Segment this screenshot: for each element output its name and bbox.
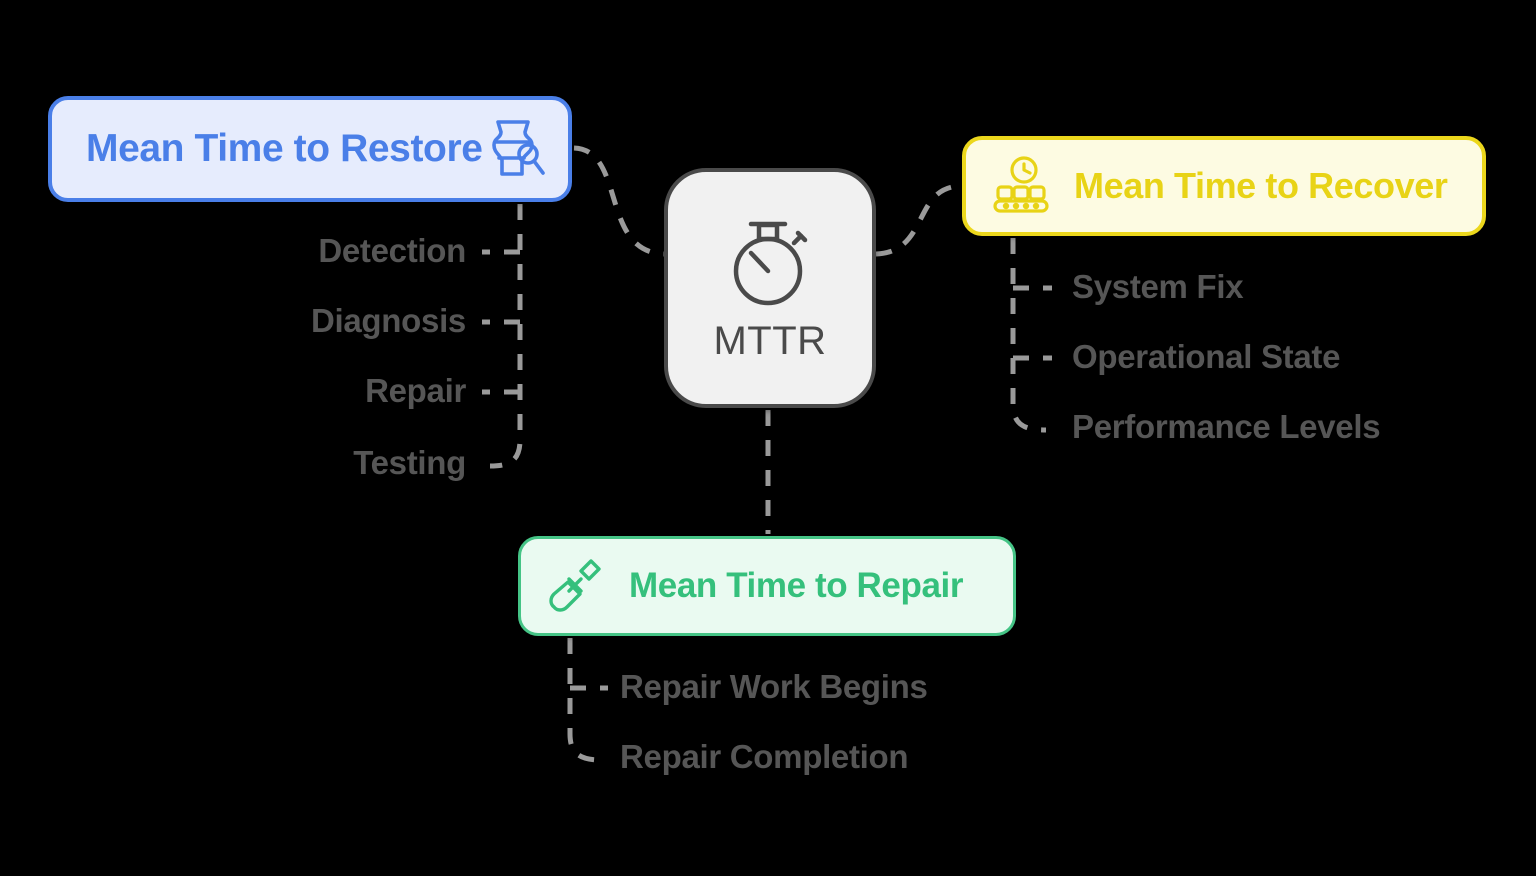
leaf-recover-operational-state: Operational State — [1072, 338, 1341, 375]
leaf-restore-diagnosis: Diagnosis — [310, 302, 466, 339]
leaf-restore-testing: Testing — [353, 444, 466, 481]
node-mean-time-to-restore[interactable]: Mean Time to Restore — [48, 96, 572, 202]
leaf-recover-performance-levels: Performance Levels — [1072, 408, 1381, 445]
stopwatch-icon — [722, 213, 818, 313]
edge-restore-to-center — [573, 145, 665, 257]
edge-repair-trunk — [567, 638, 603, 763]
leaf-restore-repair: Repair — [365, 372, 466, 409]
node-mean-time-to-repair[interactable]: Mean Time to Repair — [518, 536, 1016, 636]
center-node-mttr[interactable]: MTTR — [664, 168, 876, 408]
node-restore-label: Mean Time to Restore — [86, 127, 483, 170]
edge-restore-trunk — [489, 204, 523, 469]
screwdriver-icon — [547, 555, 605, 617]
node-repair-label: Mean Time to Repair — [629, 566, 964, 605]
node-mean-time-to-recover[interactable]: Mean Time to Recover — [962, 136, 1486, 236]
leaf-recover-system-fix: System Fix — [1072, 268, 1244, 305]
node-recover-label: Mean Time to Recover — [1074, 165, 1448, 206]
leaf-repair-work-begins: Repair Work Begins — [620, 668, 928, 705]
leaf-repair-completion: Repair Completion — [620, 738, 909, 775]
edge-center-to-recover — [875, 183, 963, 257]
clock-conveyor-icon — [990, 155, 1052, 217]
edge-recover-trunk — [1010, 238, 1047, 433]
center-node-label: MTTR — [713, 318, 827, 363]
leaf-restore-detection: Detection — [318, 232, 466, 269]
vase-restoration-icon — [484, 116, 546, 182]
